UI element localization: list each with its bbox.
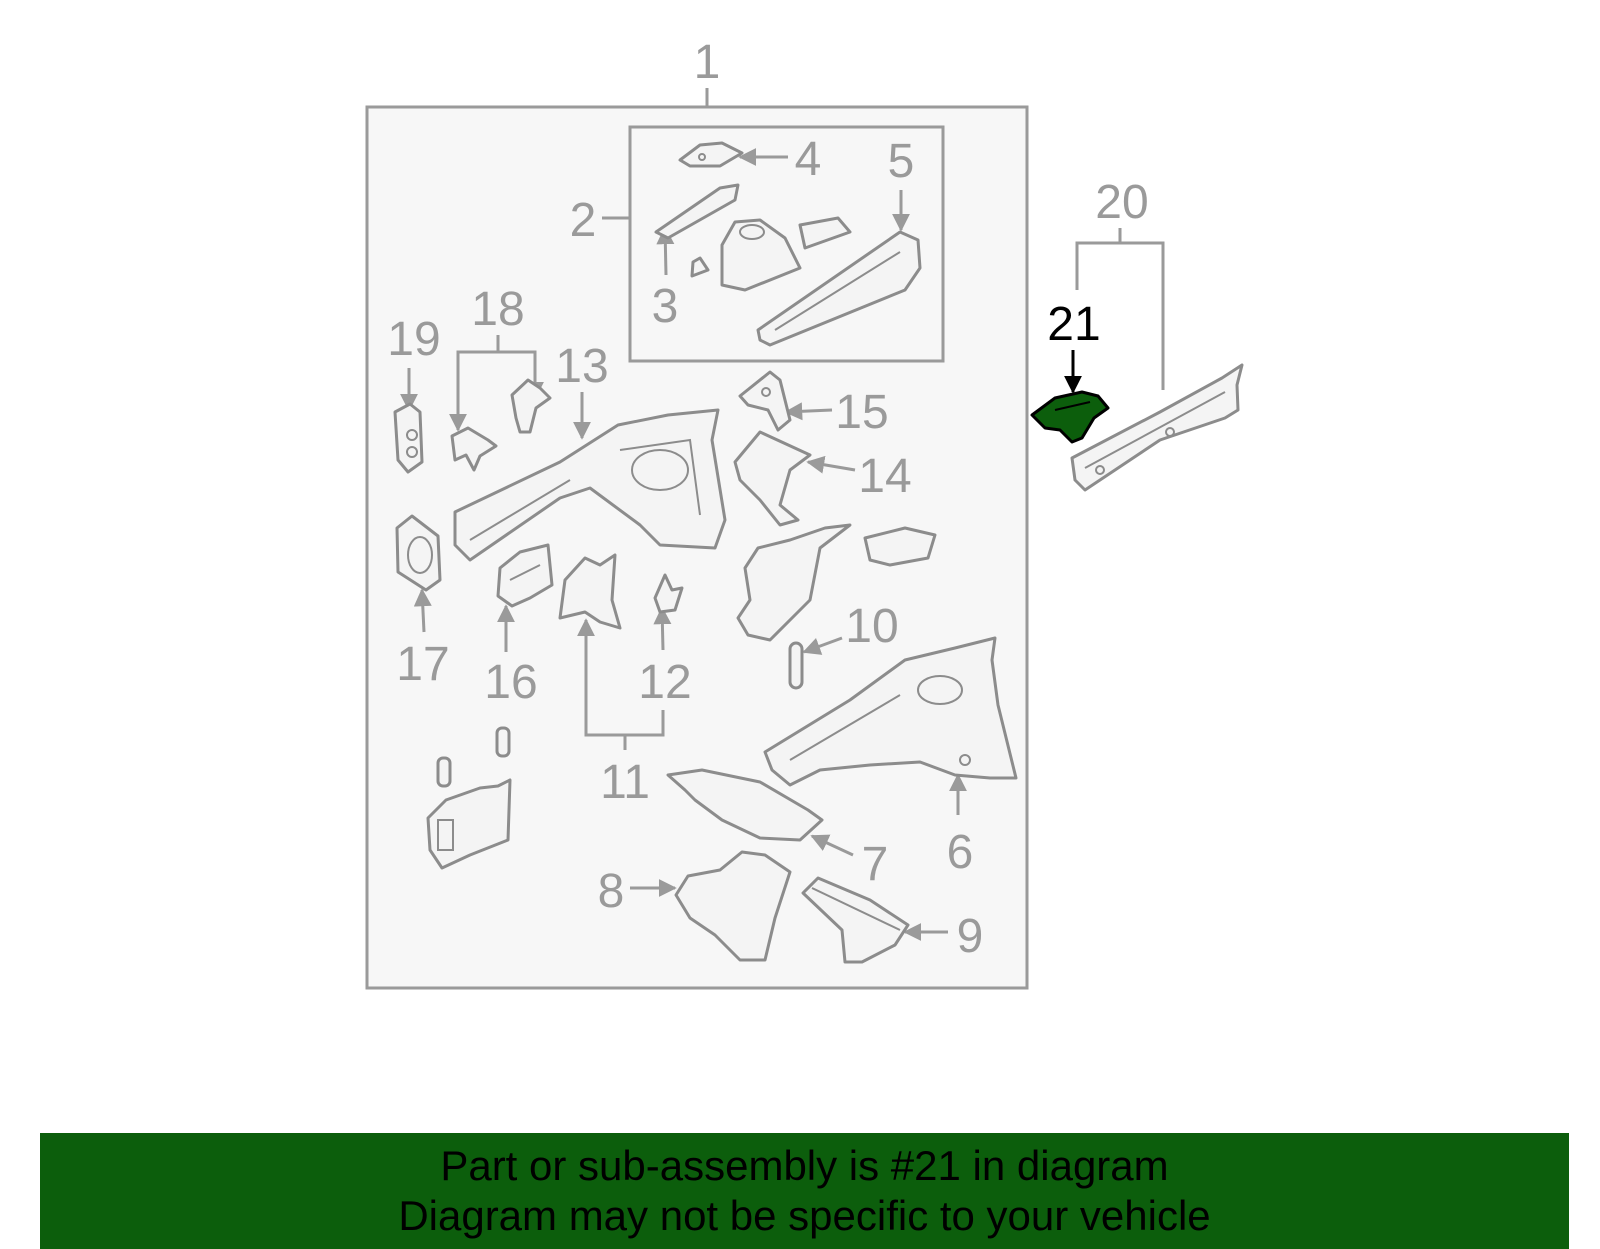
part-15: [738, 370, 792, 432]
part-mount-lower-left: [426, 778, 512, 870]
part-6: [763, 636, 1018, 787]
callout-11: 11: [600, 756, 650, 809]
callout-3: 3: [652, 280, 679, 333]
part-9: [801, 876, 910, 964]
part-8: [674, 850, 792, 962]
part-20: [1070, 363, 1244, 492]
banner-line-2: Diagram may not be specific to your vehi…: [398, 1192, 1211, 1239]
part-10: [788, 641, 804, 690]
callout-19: 19: [387, 313, 440, 366]
callout-20: 20: [1095, 176, 1148, 229]
callout-21: 21: [1047, 298, 1100, 351]
part-18a: [450, 426, 498, 472]
part-19: [393, 402, 424, 474]
callout-12: 12: [638, 656, 691, 709]
part-13: [453, 408, 727, 562]
callout-18: 18: [471, 283, 524, 336]
part-16: [496, 543, 554, 608]
arrow-14: [806, 455, 856, 474]
arrow-15: [784, 402, 833, 421]
callout-16: 16: [484, 656, 537, 709]
callout-8: 8: [598, 865, 625, 918]
callout-15: 15: [835, 386, 888, 439]
callout-17: 17: [396, 638, 449, 691]
arrow-17: [413, 588, 432, 633]
part-17: [395, 514, 442, 592]
info-banner: Part or sub-assembly is #21 in diagram D…: [40, 1133, 1569, 1249]
part-5: [756, 230, 922, 347]
callout-4: 4: [795, 133, 822, 186]
callout-5: 5: [888, 135, 915, 188]
part-bracket-right: [863, 526, 937, 567]
arrow-12: [653, 606, 672, 651]
part-small-tubes: [436, 726, 511, 788]
banner-line-1: Part or sub-assembly is #21 in diagram: [440, 1142, 1169, 1189]
callout-1: 1: [694, 36, 721, 89]
part-apron-mid: [736, 523, 852, 642]
part-21-highlighted[interactable]: [1030, 390, 1110, 444]
callout-6: 6: [947, 826, 974, 879]
callout-7: 7: [862, 838, 889, 891]
callout-9: 9: [957, 910, 984, 963]
callout-10: 10: [845, 600, 898, 653]
part-18b: [510, 378, 552, 434]
arrow-10: [802, 636, 843, 655]
part-12: [653, 573, 684, 614]
part-3: [654, 183, 740, 278]
part-14: [733, 430, 812, 527]
callout-2: 2: [570, 194, 597, 247]
part-4: [678, 141, 744, 168]
arrow-7: [810, 834, 854, 857]
part-11: [558, 553, 622, 630]
part-strut-tower: [720, 216, 852, 292]
callout-13: 13: [555, 340, 608, 393]
part-7: [666, 768, 824, 842]
callout-14: 14: [858, 450, 911, 503]
